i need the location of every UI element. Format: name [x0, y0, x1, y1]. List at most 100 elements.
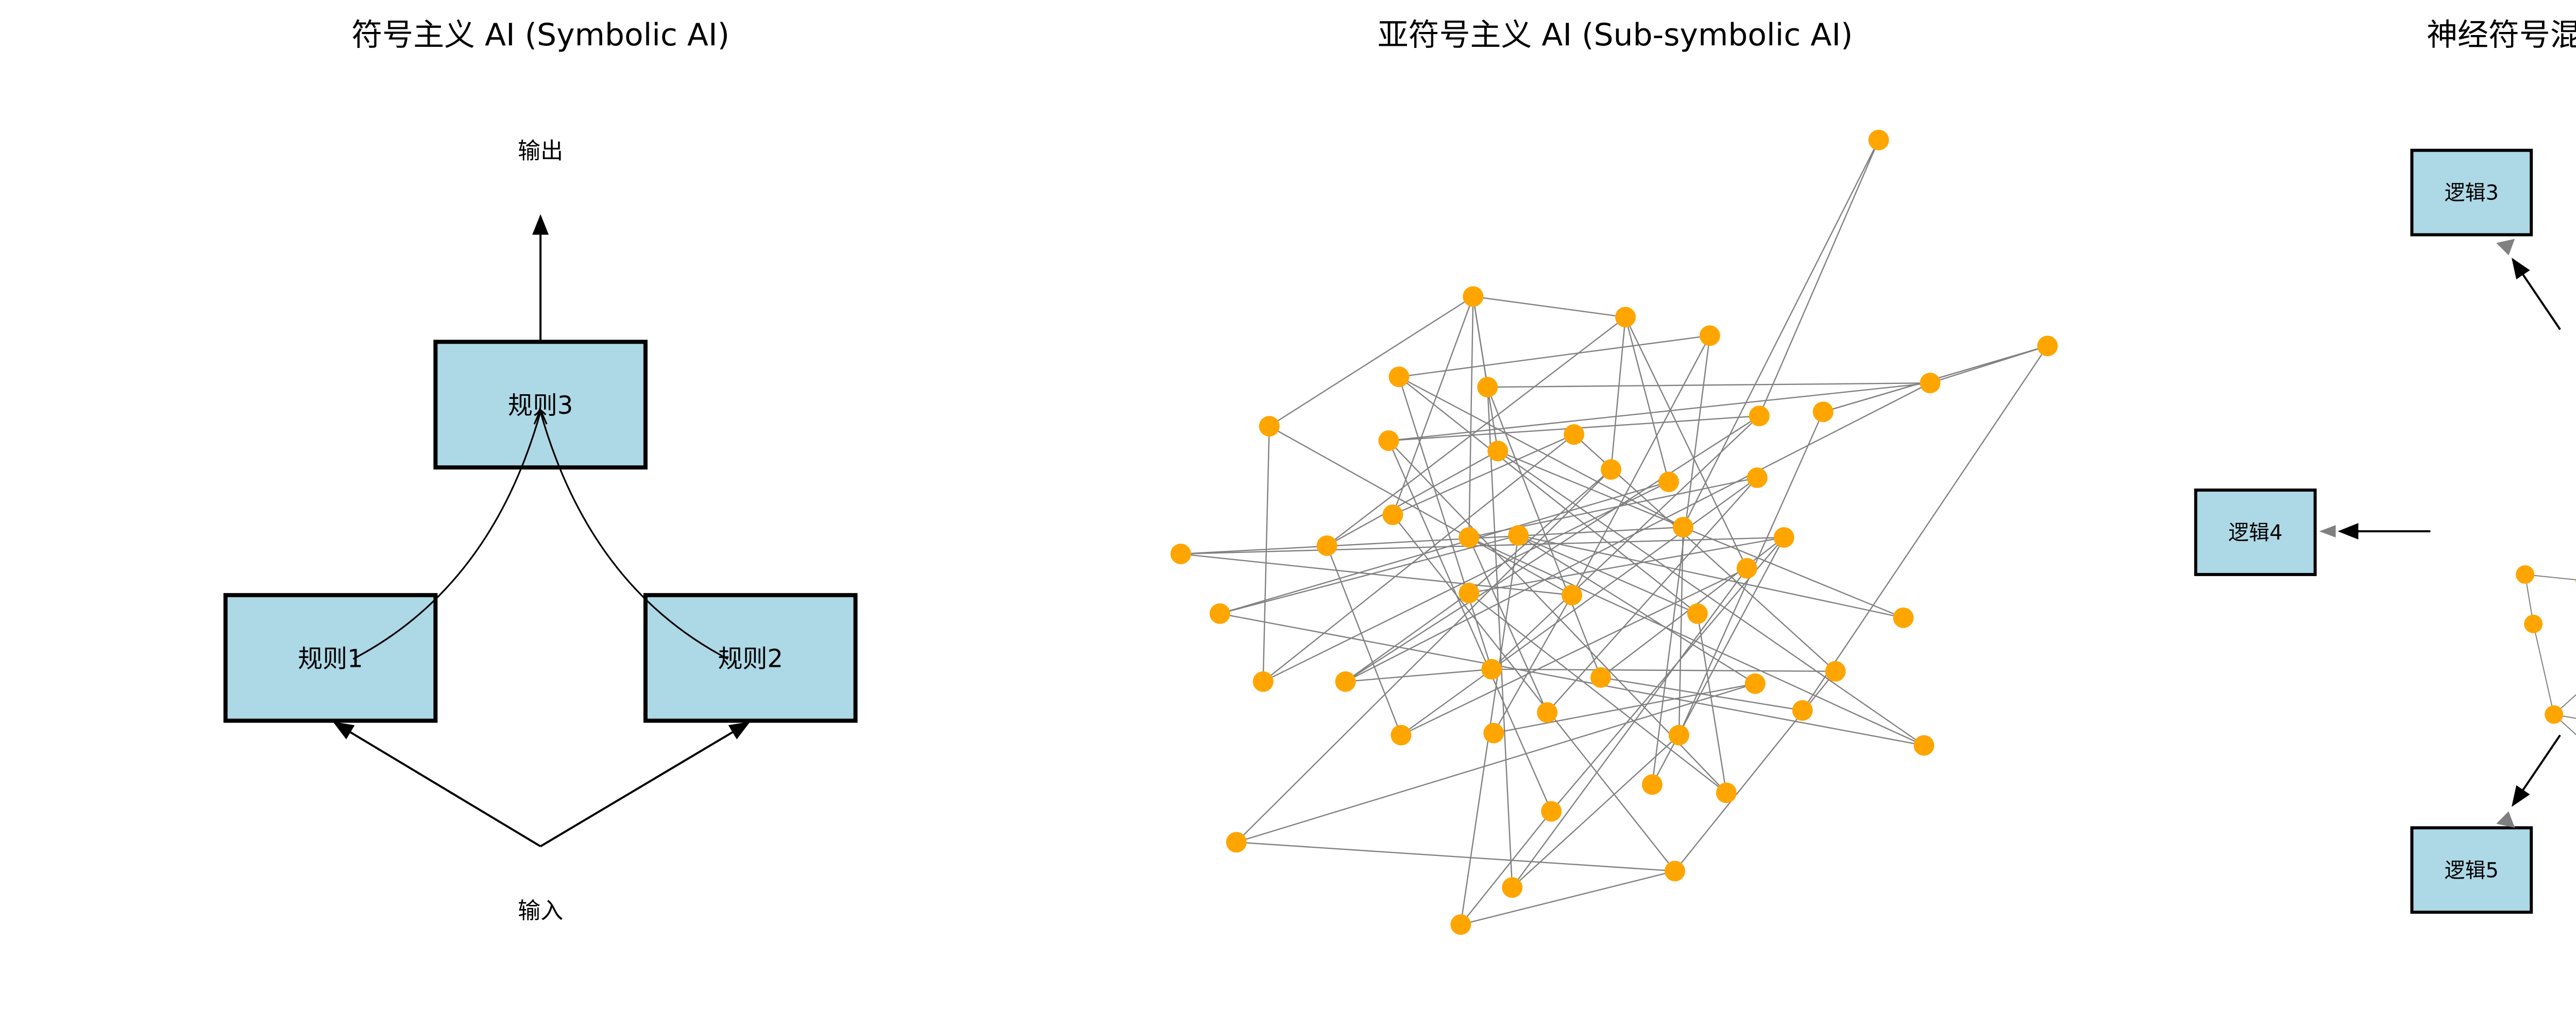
- network-edge: [1399, 335, 1710, 378]
- intuition-network-edges: [2524, 574, 2576, 735]
- network-edge: [1518, 534, 1904, 618]
- network-edge: [1468, 537, 1548, 713]
- network-edge: [1388, 382, 1930, 442]
- network-edge: [1269, 426, 1572, 596]
- network-edge: [1802, 345, 2048, 711]
- network-node: [1812, 401, 1834, 423]
- network-edge: [1180, 526, 1683, 555]
- network-edge: [1469, 536, 1784, 594]
- network-edge: [1398, 376, 1698, 614]
- network-edge: [1468, 592, 1727, 794]
- network-edge: [1235, 469, 1612, 843]
- network-node: [1391, 725, 1412, 746]
- grey-arrow-tips: [2319, 239, 2515, 828]
- network-edge: [1492, 668, 1836, 672]
- input-label: 输入: [518, 898, 563, 924]
- network-node: [1920, 373, 1941, 394]
- arrow-rule1-to-rule3: [352, 411, 541, 660]
- network-node: [1459, 582, 1480, 603]
- network-node: [1744, 673, 1766, 694]
- network-edge: [1468, 296, 1474, 537]
- network-edge: [1518, 534, 1756, 684]
- network-edge: [1326, 316, 1626, 546]
- network-node: [1502, 877, 1523, 898]
- logic5-label: 逻辑5: [2445, 859, 2499, 882]
- network-edge: [1682, 140, 1879, 528]
- rule2-box: [643, 593, 858, 723]
- network-edge: [1512, 734, 1680, 888]
- panel-title-symbolic: 符号主义 AI (Symbolic AI): [351, 17, 730, 53]
- network-edge: [1392, 514, 1675, 872]
- network-node: [1699, 325, 1720, 346]
- arrow-rule2-to-rule3: [539, 411, 728, 660]
- network-node: [1658, 472, 1679, 493]
- network-edge: [1345, 668, 1492, 682]
- network-edge: [1460, 811, 1552, 925]
- network-node: [2545, 705, 2564, 724]
- network-edge: [1398, 376, 1493, 670]
- network-edge: [1487, 387, 1513, 888]
- panel-title-subsymbolic: 亚符号主义 AI (Sub-symbolic AI): [1378, 17, 1853, 53]
- network-edge: [1392, 296, 1474, 515]
- network-node: [1537, 702, 1558, 723]
- network-edge: [1758, 140, 1879, 416]
- rule3-label: 规则3: [508, 391, 573, 420]
- network-edge: [2553, 714, 2576, 719]
- network-edge: [1400, 567, 1748, 736]
- network-edge: [1494, 683, 1755, 734]
- network-edge: [1392, 434, 1574, 516]
- network-node: [1382, 504, 1403, 525]
- network-edge: [1345, 415, 1760, 682]
- rule2-label: 规则2: [718, 645, 783, 674]
- network-edge: [1388, 440, 1552, 812]
- network-node: [1664, 861, 1685, 882]
- network-edge: [1472, 296, 1488, 388]
- panel-neurosymbolic: 神经符号混合主义 (Neuro-symbolic) 推理 (系统2) 逻辑3 逻…: [2194, 17, 2576, 914]
- network-node: [1687, 603, 1708, 624]
- rule1-box: [223, 593, 438, 723]
- network-edge: [2553, 694, 2576, 715]
- panel-symbolic: 符号主义 AI (Symbolic AI) 输出 输入 规则3 规则1 规则2: [223, 17, 858, 924]
- network-node: [1508, 525, 1529, 546]
- network-node: [1672, 516, 1693, 537]
- network-node: [1716, 782, 1737, 803]
- network-edge: [1518, 534, 1698, 614]
- output-label: 输出: [518, 138, 563, 164]
- network-edge: [1262, 434, 1574, 682]
- network-node: [1668, 725, 1689, 746]
- network-node: [2037, 335, 2058, 357]
- network-node: [1541, 801, 1562, 822]
- network-edge: [1487, 386, 1602, 678]
- network-edge: [1697, 613, 1727, 793]
- network-node: [1335, 671, 1356, 692]
- network-node: [1170, 543, 1191, 564]
- network-node: [1209, 603, 1230, 624]
- network-edge: [1180, 536, 1784, 555]
- rule3-box: [433, 340, 648, 470]
- network-node: [1615, 307, 1636, 328]
- network-edge: [1610, 317, 1626, 470]
- network-edge: [1651, 335, 1711, 785]
- network-node: [1590, 667, 1612, 688]
- network-node: [1747, 467, 1768, 489]
- network-edge: [1263, 481, 1669, 682]
- network-node: [1316, 535, 1337, 556]
- network-edge: [1497, 450, 1904, 618]
- network-edge: [2533, 624, 2555, 715]
- network-edge: [1345, 592, 1469, 682]
- logic4-label: 逻辑4: [2228, 521, 2282, 545]
- arrow-input-to-rule2: [540, 721, 751, 848]
- arrow-to-logic3: [2512, 258, 2561, 330]
- network-edge: [2553, 714, 2576, 735]
- arrow-input-to-rule1: [333, 721, 541, 848]
- network-edge: [1461, 870, 1675, 926]
- network-edge: [1219, 481, 1669, 614]
- arrowhead-icon: [533, 408, 548, 425]
- network-edge: [1345, 382, 1930, 682]
- network-node: [1477, 377, 1498, 398]
- network-node: [1601, 459, 1621, 480]
- network-node: [1459, 527, 1480, 548]
- network-edge: [1624, 317, 1670, 482]
- network-node: [1481, 659, 1502, 680]
